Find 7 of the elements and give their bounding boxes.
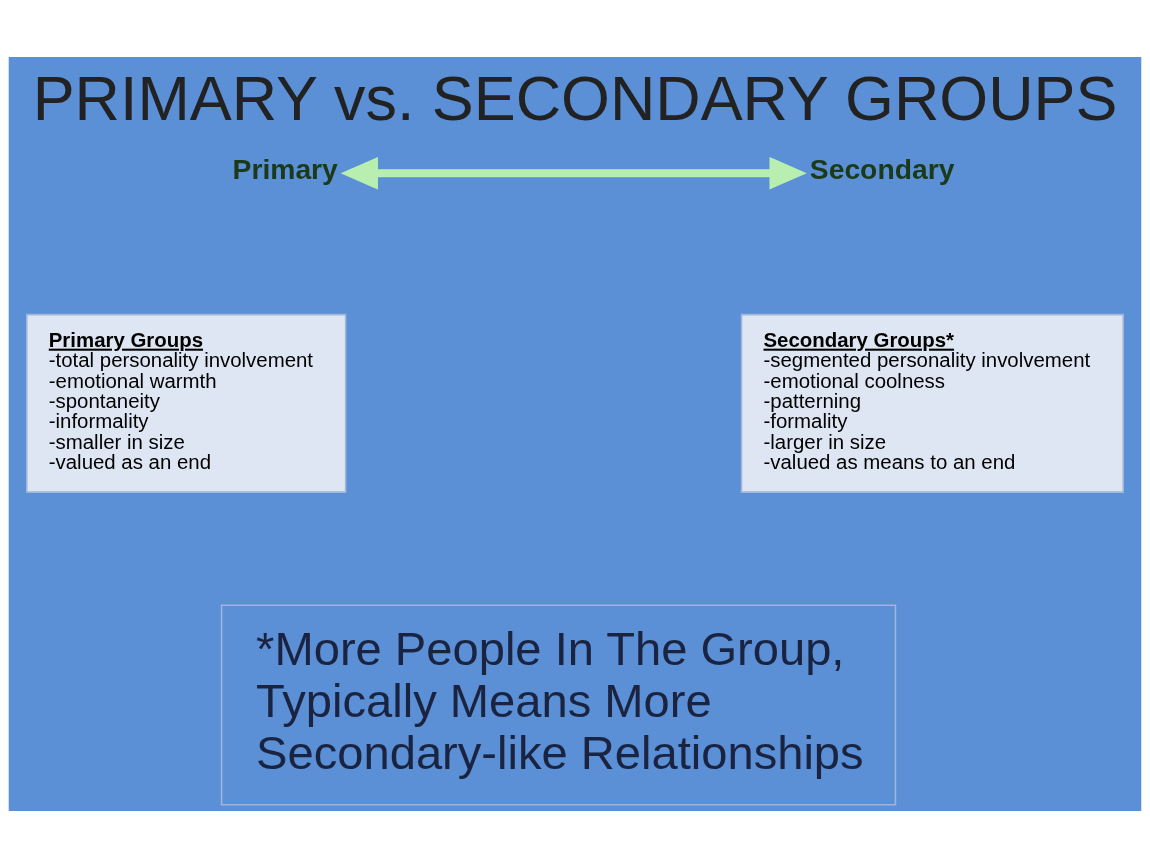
node-box: Primary Groups -total personality involvement -emotional warmth -spontaneity -informality -smaller in size -valued as an end bbox=[26, 313, 347, 493]
node-box: Secondary Groups* -segmented personality involvement -emotional coolness -patterning -formality -larger in size -valued as means to an end bbox=[740, 313, 1124, 493]
node-box: *More People In The Group, Typically Means More Secondary-like Relationships bbox=[220, 603, 897, 805]
diagram-title: PRIMARY vs. SECONDARY GROUPS bbox=[32, 62, 1118, 133]
node-text: Secondary bbox=[809, 152, 955, 185]
node-text: Primary bbox=[232, 152, 338, 185]
arrow bbox=[340, 156, 807, 190]
